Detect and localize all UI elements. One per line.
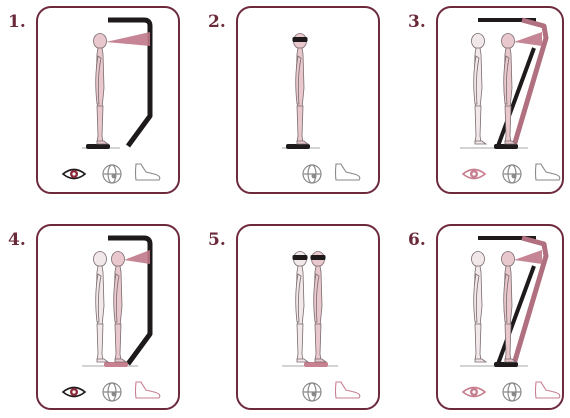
panel-number-5: 5. [208, 232, 226, 249]
inner-ear-icon [503, 165, 521, 183]
inner-ear-icon [103, 383, 121, 401]
standing-figure [293, 34, 309, 145]
figure-legs [315, 324, 321, 360]
panel-5 [236, 224, 380, 410]
figure-head [502, 252, 515, 267]
canal-center [312, 392, 317, 397]
support-platform [494, 144, 518, 149]
blindfold-band [311, 255, 326, 260]
canal-center [112, 392, 117, 397]
panel-number-1: 1. [8, 14, 26, 31]
support-platform [494, 362, 518, 367]
support-platform [104, 362, 128, 367]
eye-pupil [472, 172, 475, 175]
standing-figure-sway [311, 252, 327, 363]
figure-foot [97, 359, 108, 362]
foot-icon [136, 164, 160, 180]
inner-ear-icon [103, 165, 121, 183]
figure-head [472, 252, 485, 267]
inner-ear-icon [303, 165, 321, 183]
figure-legs [297, 324, 303, 360]
panel-number-3: 3. [408, 14, 426, 31]
visual-beam [124, 250, 150, 264]
eye-pupil [72, 172, 75, 175]
panel-number-6: 6. [408, 232, 426, 249]
inner-ear-icon [303, 383, 321, 401]
figure-foot [97, 141, 108, 144]
figure-head [94, 252, 107, 267]
figure-legs [97, 106, 103, 142]
scene [282, 34, 360, 184]
panel-5-illustration [238, 226, 378, 408]
visual-beam [514, 32, 542, 46]
figure-foot [475, 359, 486, 362]
panel-2 [236, 6, 380, 194]
panel-1-illustration [38, 8, 178, 192]
eye-icon [463, 388, 485, 397]
eye-icon [463, 170, 485, 179]
panel-3 [436, 6, 564, 194]
scene [63, 20, 160, 183]
eye-pupil [72, 390, 75, 393]
standing-figure-ghost [293, 252, 309, 363]
panel-4-illustration [38, 226, 178, 408]
canal-center [512, 392, 517, 397]
foot-icon [336, 382, 360, 398]
figure-head [472, 34, 485, 49]
inner-ear-icon [503, 383, 521, 401]
panel-4 [36, 224, 180, 410]
panel-number-2: 2. [208, 14, 226, 31]
standing-figure-ghost [94, 252, 109, 363]
scene [63, 238, 160, 401]
panel-3-illustration [438, 8, 562, 192]
eye-icon [63, 170, 85, 179]
support-platform [304, 362, 328, 367]
panel-1 [36, 6, 180, 194]
panel-number-4: 4. [8, 232, 26, 249]
foot-icon [136, 382, 160, 398]
standing-figure [94, 34, 109, 145]
standing-figure-ghost [472, 252, 487, 363]
figure-legs [297, 106, 303, 142]
eye-pupil [472, 390, 475, 393]
figure-foot [315, 359, 326, 362]
figure-head [94, 34, 107, 49]
figure-legs [475, 324, 481, 360]
figure-head [502, 34, 515, 49]
standing-figure-ghost [472, 34, 487, 145]
blindfold-band [293, 255, 308, 260]
standing-figure-sway [112, 252, 127, 363]
figure-foot [475, 141, 486, 144]
canal-center [112, 174, 117, 179]
figure-foot [297, 359, 308, 362]
visual-beam [106, 32, 150, 46]
support-platform [286, 144, 310, 149]
figure-head [112, 252, 125, 267]
scene [282, 252, 360, 402]
figure-legs [115, 324, 121, 360]
panel-2-illustration [238, 8, 378, 192]
visual-beam [514, 250, 542, 264]
canal-center [512, 174, 517, 179]
canal-center [312, 174, 317, 179]
figure-foot [297, 141, 308, 144]
support-platform [86, 144, 110, 149]
foot-icon [536, 382, 560, 398]
blindfold-band [293, 37, 308, 42]
eye-icon [63, 388, 85, 397]
scene [460, 20, 560, 183]
figure-legs [505, 324, 511, 360]
figure-legs [97, 324, 103, 360]
figure-legs [505, 106, 511, 142]
panel-6-illustration [438, 226, 562, 408]
figure-legs [475, 106, 481, 142]
foot-icon [336, 164, 360, 180]
scene [460, 238, 560, 401]
figure-foot [115, 359, 126, 362]
foot-icon [536, 164, 560, 180]
panel-6 [436, 224, 564, 410]
